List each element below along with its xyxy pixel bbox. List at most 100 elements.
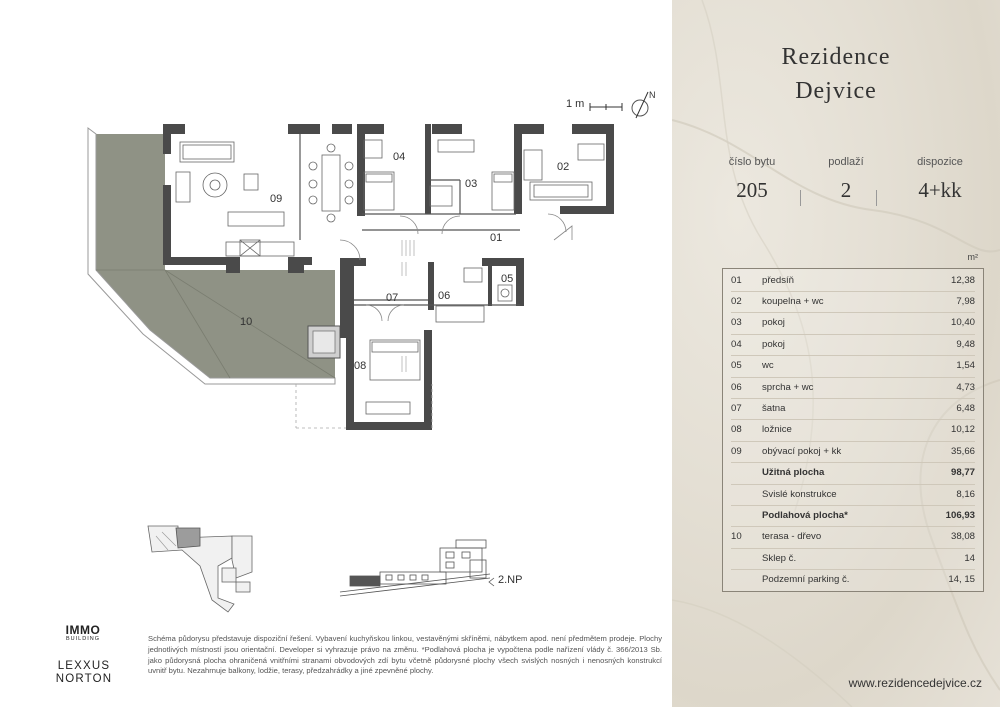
room-name: koupelna + wc (762, 295, 824, 307)
room-label-07: 07 (386, 292, 398, 304)
room-name: pokoj (762, 338, 785, 350)
room-area: 14, 15 (948, 574, 975, 586)
lexxus-logo-line1: LEXXUS (57, 660, 111, 672)
room-name: předsíň (762, 274, 794, 286)
brand-title-line1: Rezidence (781, 44, 891, 70)
room-table-row: Podlahová plocha* 106,93 (731, 504, 975, 528)
bathroom-fixtures (435, 143, 605, 323)
room-number: 03 (731, 317, 742, 329)
apartment-floor (165, 128, 612, 428)
area-unit: m² (967, 252, 979, 262)
room-area: 98,77 (950, 467, 975, 479)
room-number: 10 (731, 531, 742, 543)
room-table-row: 04 pokoj 9,48 (731, 333, 975, 357)
room-table-row: Sklep č. 14 (731, 547, 975, 571)
room-area: 38,08 (950, 531, 975, 543)
room-table-row: 03 pokoj 10,40 (731, 312, 975, 335)
room-name: obývací pokoj + kk (762, 445, 842, 457)
room-area: 35,66 (950, 445, 975, 457)
layout-label: dispozice (917, 156, 963, 168)
room-area: 12,38 (950, 274, 975, 286)
floor-level-label: 2.NP (498, 574, 523, 586)
layout-value: 4+kk (918, 178, 962, 202)
room-label-08: 08 (354, 360, 366, 372)
unit-info-labels: číslo bytu podlaží dispozice (712, 156, 980, 168)
room-label-05: 05 (501, 273, 513, 285)
room-label-09: 09 (270, 193, 282, 205)
room-number: 07 (731, 402, 742, 414)
walls (163, 124, 614, 430)
room-label-02: 02 (557, 161, 569, 173)
info-panel: Rezidence Dejvice číslo bytu podlaží dis… (672, 0, 1000, 707)
floor-value: 2 (840, 178, 852, 202)
unit-number-label: číslo bytu (728, 156, 776, 168)
unit-info-values: 205 2 4+kk (712, 178, 980, 203)
room-table-row: Podzemní parking č. 14, 15 (731, 569, 975, 591)
terrace-area (96, 134, 335, 378)
floor-plan-area: 01 02 03 04 05 06 07 08 09 10 N (40, 90, 662, 686)
room-number: 04 (731, 338, 742, 350)
immo-logo-main: IMMO (65, 623, 101, 637)
immo-logo-sub: BUILDING (66, 636, 100, 642)
room-name: terasa - dřevo (762, 531, 822, 543)
north-arrow-icon: N (631, 90, 656, 119)
room-area: 9,48 (956, 338, 975, 350)
room-name: Sklep č. (762, 552, 797, 564)
room-number: 08 (731, 424, 742, 436)
brand-title-line2: Dejvice (795, 78, 877, 104)
room-name: wc (762, 360, 774, 372)
room-label-04: 04 (393, 151, 405, 163)
scale-label: 1 m (566, 98, 585, 110)
room-table-row: 08 ložnice 10,12 (731, 419, 975, 442)
room-area: 1,54 (956, 360, 975, 372)
site-plan (147, 525, 253, 613)
room-labels: 01 02 03 04 05 06 07 08 09 10 (240, 151, 569, 372)
north-label: N (649, 90, 656, 100)
room-name: sprcha + wc (762, 381, 814, 393)
room-label-06: 06 (438, 290, 450, 302)
room-area: 10,40 (950, 317, 975, 329)
website-link[interactable]: www.rezidencedejvice.cz (848, 676, 982, 690)
living-room-furniture (175, 141, 354, 257)
room-name: Podlahová plocha* (762, 509, 848, 521)
room-table-row: 10 terasa - dřevo 38,08 (731, 526, 975, 549)
room-table-row: Užitná plocha 98,77 (731, 462, 975, 485)
unit-number-value: 205 (736, 178, 768, 202)
room-table-row: 02 koupelna + wc 7,98 (731, 290, 975, 314)
disclaimer-text: Schéma půdorysu představuje dispoziční ř… (148, 634, 662, 676)
room-area: 8,16 (956, 488, 975, 500)
room-area: 4,73 (956, 381, 975, 393)
room-number: 06 (731, 381, 742, 393)
room-table-row: Svislé konstrukce 8,16 (731, 483, 975, 506)
scale-bar (589, 103, 623, 111)
room-name: ložnice (762, 424, 792, 436)
room-table-row: 09 obývací pokoj + kk 35,66 (731, 440, 975, 464)
room-area: 106,93 (945, 509, 975, 521)
lexxus-logo-line2: NORTON (55, 673, 113, 685)
room-name: Podzemní parking č. (762, 574, 850, 586)
room-label-10: 10 (240, 316, 252, 328)
room-label-01: 01 (490, 232, 502, 244)
floor-label: podlaží (828, 156, 864, 168)
room-area: 7,98 (956, 295, 975, 307)
bedroom-furniture (363, 139, 515, 415)
room-name: pokoj (762, 317, 785, 329)
room-table-row: 06 sprcha + wc 4,73 (731, 376, 975, 399)
room-name: Svislé konstrukce (762, 488, 837, 500)
divider (876, 190, 877, 206)
room-name: Užitná plocha (762, 467, 825, 479)
building-elevation (339, 539, 495, 597)
lexxus-norton-logo: LEXXUS NORTON (40, 660, 128, 686)
room-area: 6,48 (956, 402, 975, 414)
room-area: 14 (964, 552, 975, 564)
room-number: 09 (731, 445, 742, 457)
immo-building-logo: IMMO BUILDING (62, 624, 104, 642)
floor-plan-svg: 01 02 03 04 05 06 07 08 09 10 N (87, 90, 656, 613)
room-label-03: 03 (465, 178, 477, 190)
room-area: 10,12 (950, 424, 975, 436)
room-number: 02 (731, 295, 742, 307)
